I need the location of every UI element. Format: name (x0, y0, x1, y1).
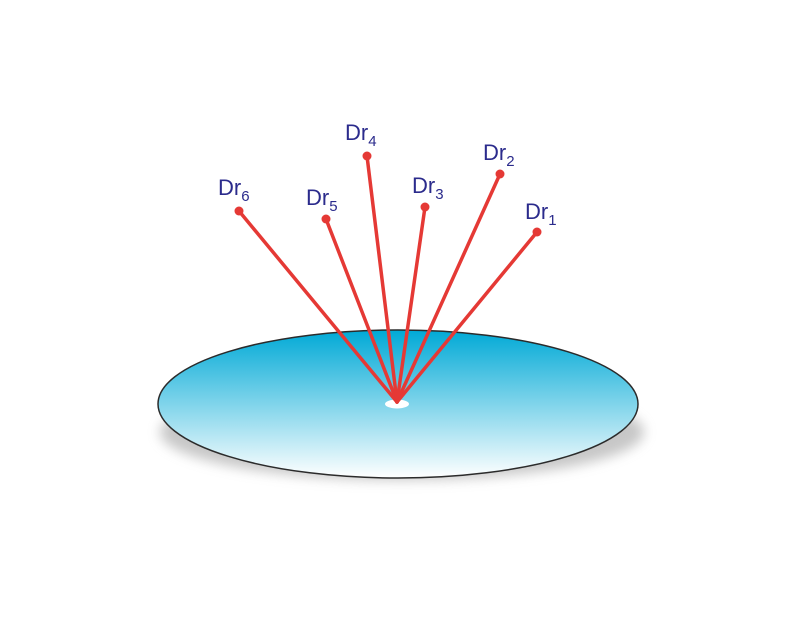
ray-dr2 (395, 172, 502, 404)
label-dr5: Dr5 (306, 185, 338, 215)
ray-endpoint-dr3 (420, 202, 430, 212)
ray-dr5 (324, 217, 399, 404)
ray-dr4 (365, 154, 399, 404)
label-subscript-dr1: 1 (548, 212, 556, 229)
label-base-dr5: Dr (306, 185, 329, 210)
ray-endpoint-dr1 (532, 227, 542, 237)
label-dr4: Dr4 (345, 120, 377, 150)
ray-dr1 (395, 230, 539, 404)
label-subscript-dr6: 6 (241, 188, 249, 205)
label-base-dr3: Dr (412, 173, 435, 198)
label-dr3: Dr3 (412, 173, 444, 203)
label-subscript-dr3: 3 (435, 186, 443, 203)
ray-endpoint-dr4 (362, 151, 372, 161)
label-base-dr2: Dr (483, 140, 506, 165)
ray-endpoint-dr5 (321, 214, 331, 224)
label-dr1: Dr1 (525, 199, 557, 229)
label-dr2: Dr2 (483, 140, 515, 170)
center-hole (385, 399, 409, 409)
rays-layer (234, 151, 542, 404)
label-subscript-dr2: 2 (506, 153, 514, 170)
label-dr6: Dr6 (218, 175, 250, 205)
label-base-dr6: Dr (218, 175, 241, 200)
label-base-dr1: Dr (525, 199, 548, 224)
label-subscript-dr4: 4 (368, 133, 376, 150)
ray-dr3 (395, 205, 427, 404)
label-subscript-dr5: 5 (329, 198, 337, 215)
label-base-dr4: Dr (345, 120, 368, 145)
ray-dr6 (237, 209, 399, 404)
ray-endpoint-dr6 (234, 206, 244, 216)
ray-endpoint-dr2 (495, 169, 505, 179)
